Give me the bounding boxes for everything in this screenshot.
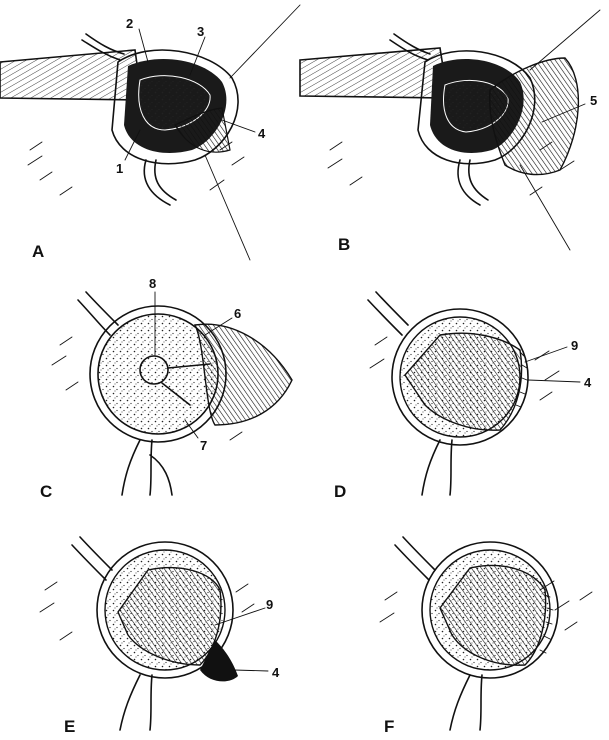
panel-a: 2 3 4 1 A <box>0 5 300 261</box>
panel-d-drawing <box>368 292 559 495</box>
callout-label: 6 <box>234 306 241 321</box>
callout-line <box>234 670 268 671</box>
callout-line <box>528 380 580 382</box>
callout-label: 4 <box>258 126 266 141</box>
panel-b-drawing <box>300 10 600 250</box>
panel-letter: F <box>384 717 394 736</box>
callout-label: 2 <box>126 16 133 31</box>
panel-d: 9 4 D <box>334 292 592 501</box>
panel-f: F <box>380 537 592 736</box>
callout-line <box>139 29 148 62</box>
callout-label: 5 <box>590 93 597 108</box>
panel-a-drawing <box>0 5 300 260</box>
panel-letter: A <box>32 242 44 261</box>
callout-label: 4 <box>272 665 280 680</box>
panel-letter: B <box>338 235 350 254</box>
panel-letter: E <box>64 717 75 736</box>
callout-line <box>222 120 255 132</box>
callout-label: 9 <box>571 338 578 353</box>
panel-f-drawing <box>380 537 592 730</box>
callout-label: 3 <box>197 24 204 39</box>
panel-e-drawing <box>40 537 254 730</box>
panel-b: 5 B <box>300 10 600 254</box>
callout-label: 8 <box>149 276 156 291</box>
callout-line <box>525 347 567 362</box>
panel-letter: D <box>334 482 346 501</box>
callout-label: 9 <box>266 597 273 612</box>
panel-letter: C <box>40 482 52 501</box>
callout-label: 7 <box>200 438 207 453</box>
panel-e: 9 4 E <box>40 537 280 736</box>
panel-c: 8 6 7 C <box>40 276 292 501</box>
callout-label: 1 <box>116 161 123 176</box>
callout-label: 4 <box>584 375 592 390</box>
panel-c-drawing <box>52 292 292 495</box>
